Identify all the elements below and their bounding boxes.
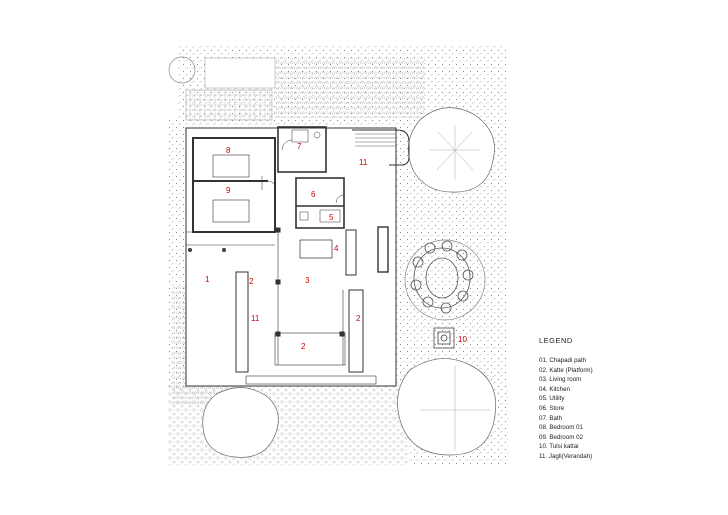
legend-item: 10. Tulsi kattai <box>539 443 579 451</box>
room-label-11-top: 11 <box>359 158 368 167</box>
legend-title: LEGEND <box>539 336 573 345</box>
legend-item: 05. Utility <box>539 395 565 403</box>
legend-item: 04. Kitchen <box>539 385 570 393</box>
room-label-8: 8 <box>226 146 231 155</box>
room-label-9: 9 <box>226 186 231 195</box>
room-label-3: 3 <box>305 276 310 285</box>
room-label-11-left: 11 <box>251 314 260 323</box>
room-label-6: 6 <box>311 190 316 199</box>
tulsi-kattai-platform <box>433 327 455 349</box>
room-label-4: 4 <box>334 244 339 253</box>
room-label-2-bottom: 2 <box>301 342 306 351</box>
room-label-10: 10 <box>458 335 467 344</box>
legend-item: 03. Living room <box>539 376 582 384</box>
legend-item: 08. Bedroom 01 <box>539 424 584 432</box>
room-label-7: 7 <box>297 142 302 151</box>
building-outline <box>185 126 410 387</box>
legend: LEGEND 01. Chapadi path 02. Katte (Platf… <box>539 336 679 462</box>
legend-item: 01. Chapadi path <box>539 357 587 364</box>
tree-seating <box>410 240 474 314</box>
legend-item: 07. Bath <box>539 414 563 422</box>
legend-item: 02. Katte (Platform) <box>539 366 593 374</box>
room-label-2-right: 2 <box>356 314 361 323</box>
trees <box>168 56 497 458</box>
room-label-1: 1 <box>205 275 210 284</box>
legend-list: 01. Chapadi path 02. Katte (Platform) 03… <box>539 356 679 462</box>
legend-item: 09. Bedroom 02 <box>539 433 584 441</box>
legend-item: 06. Store <box>539 404 565 412</box>
room-label-5: 5 <box>329 213 334 222</box>
room-label-2-left: 2 <box>249 277 254 286</box>
legend-item: 11. Jagli(Verandah) <box>539 452 593 460</box>
